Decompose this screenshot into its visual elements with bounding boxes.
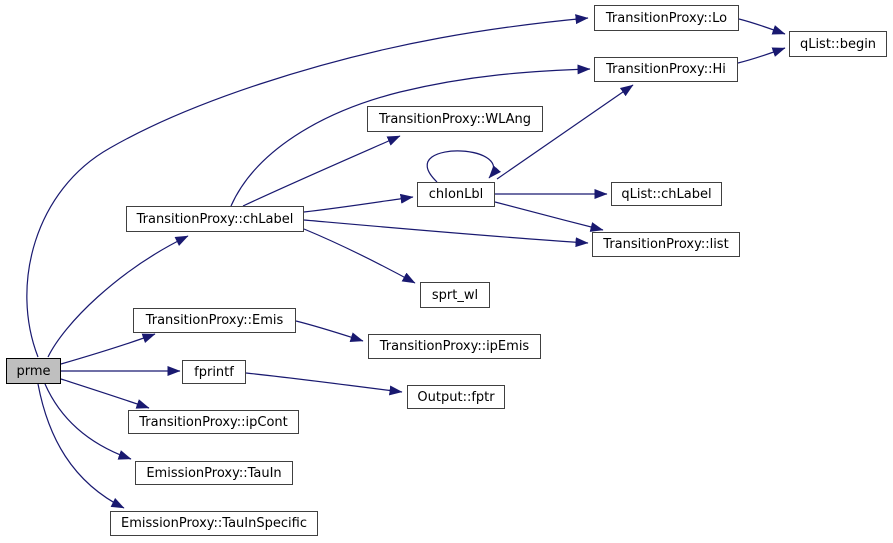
edge-transitionproxy-chlabel-chionlbl: [303, 193, 414, 213]
edge-prme-transitionproxy-chlabel: [47, 235, 189, 358]
edge-transitionproxy-chlabel-sprt-wl: [303, 228, 416, 284]
edge-transitionproxy-chlabel-transitionproxy-list: [303, 219, 589, 248]
edge-transitionproxy-emis-transitionproxy-ipemis: [295, 320, 364, 342]
edge-transitionproxy-hi-qlist-begin: [737, 47, 786, 64]
edge-prme-emissionproxy-tauin: [44, 383, 132, 460]
node-transitionproxy-hi[interactable]: TransitionProxy::Hi: [594, 57, 738, 82]
edge-prme-transitionproxy-lo: [26, 14, 589, 358]
node-emissionproxy-tauinspecific[interactable]: EmissionProxy::TauInSpecific: [110, 511, 318, 536]
node-transitionproxy-wlang[interactable]: TransitionProxy::WLAng: [367, 106, 543, 132]
edge-chionlbl-transitionproxy-hi: [496, 84, 634, 180]
node-transitionproxy-chlabel[interactable]: TransitionProxy::chLabel: [126, 206, 304, 232]
edge-prme-transitionproxy-emis: [60, 333, 156, 365]
edge-fprintf-output-fptr: [245, 372, 403, 396]
edge-transitionproxy-chlabel-transitionproxy-wlang: [242, 135, 401, 207]
edge-transitionproxy-chlabel-transitionproxy-hi: [230, 64, 591, 207]
node-qlist-chlabel[interactable]: qList::chLabel: [611, 182, 722, 206]
edge-chionlbl-chionlbl: [426, 150, 501, 183]
node-sprt-wl[interactable]: sprt_wl: [420, 282, 490, 308]
node-output-fptr[interactable]: Output::fptr: [407, 385, 505, 409]
node-transitionproxy-ipcont[interactable]: TransitionProxy::ipCont: [128, 410, 299, 434]
node-chionlbl[interactable]: chIonLbl: [417, 182, 495, 207]
node-transitionproxy-ipemis[interactable]: TransitionProxy::ipEmis: [368, 334, 541, 359]
node-fprintf[interactable]: fprintf: [182, 360, 246, 384]
edge-transitionproxy-lo-qlist-begin: [738, 18, 786, 35]
edge-prme-emissionproxy-tauinspecific: [37, 383, 125, 509]
node-qlist-begin[interactable]: qList::begin: [789, 31, 887, 57]
node-prme: prme: [6, 358, 61, 384]
edge-chionlbl-transitionproxy-list: [494, 201, 604, 232]
node-transitionproxy-emis[interactable]: TransitionProxy::Emis: [133, 308, 296, 333]
node-emissionproxy-tauin[interactable]: EmissionProxy::TauIn: [135, 461, 293, 485]
node-transitionproxy-list[interactable]: TransitionProxy::list: [592, 232, 740, 257]
edge-prme-transitionproxy-ipcont: [60, 378, 150, 409]
node-transitionproxy-lo[interactable]: TransitionProxy::Lo: [594, 5, 739, 31]
